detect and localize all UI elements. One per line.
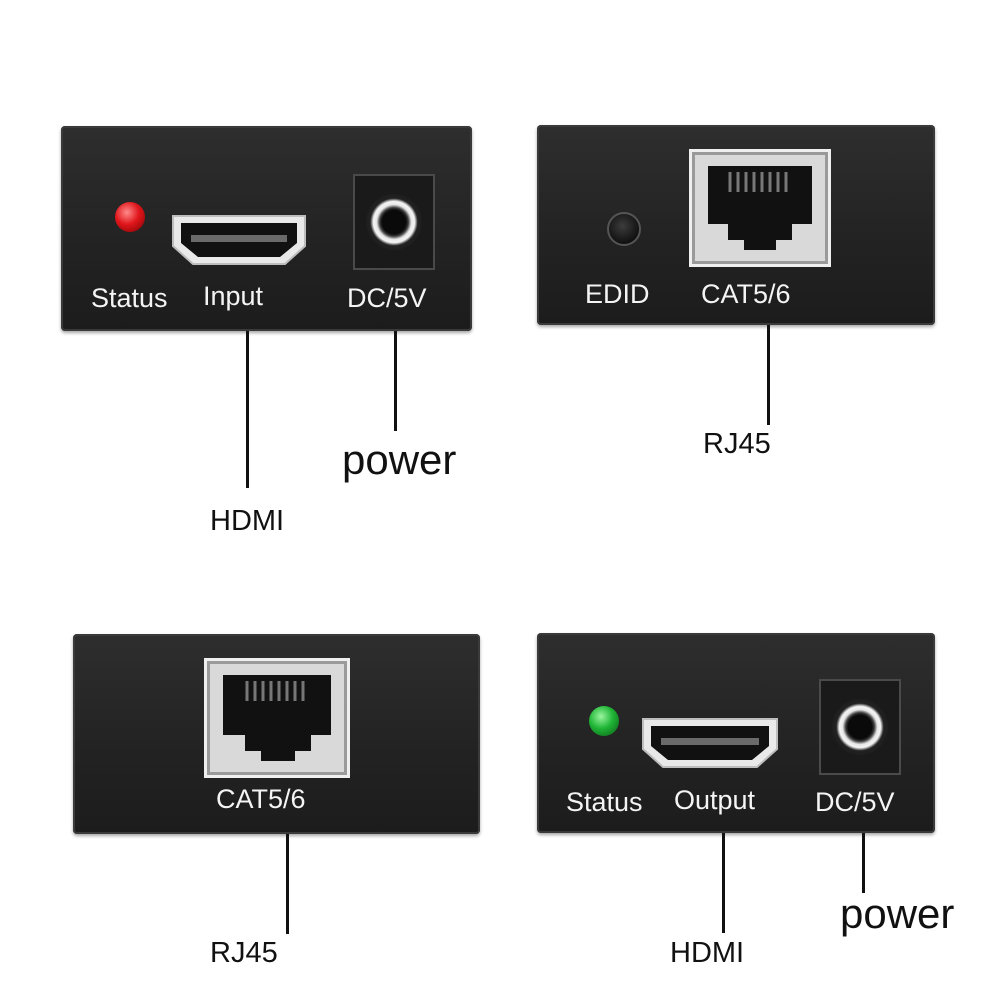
- dc-power-jack: [819, 679, 901, 775]
- rj45-port: [689, 149, 831, 267]
- status-label: Status: [91, 283, 168, 313]
- edid-label: EDID: [585, 279, 650, 309]
- dc-power-jack: [353, 174, 435, 270]
- receiver-back-panel: CAT5/6: [73, 634, 480, 834]
- dc-jack-socket: [366, 194, 422, 250]
- power-leader-line: [394, 331, 397, 431]
- hdmi-input-port: [172, 215, 306, 265]
- rj45-jack-icon: [223, 675, 331, 761]
- rj45-port: [204, 658, 350, 778]
- output-label: Output: [674, 785, 756, 815]
- rj45-leader-line: [286, 834, 289, 934]
- cat-label: CAT5/6: [216, 784, 306, 814]
- rj45-leader-line: [767, 325, 770, 425]
- status-label: Status: [566, 787, 643, 817]
- power-callout: power: [840, 890, 955, 937]
- cat-label: CAT5/6: [701, 279, 791, 309]
- input-label: Input: [203, 281, 264, 311]
- hdmi-output-port: [642, 718, 778, 768]
- dc-label: DC/5V: [347, 283, 427, 313]
- dc-label: DC/5V: [815, 787, 895, 817]
- edid-button: [607, 212, 641, 246]
- hdmi-callout: HDMI: [670, 937, 745, 969]
- hdmi-callout: HDMI: [210, 505, 285, 537]
- hdmi-leader-line: [246, 331, 249, 488]
- transmitter-back-panel: EDID CAT5/6: [537, 125, 935, 325]
- hdmi-leader-line: [722, 833, 725, 933]
- rj45-jack-icon: [708, 166, 812, 250]
- rj45-callout: RJ45: [703, 428, 771, 460]
- status-led-green: [589, 706, 619, 736]
- receiver-front-panel: Status Output DC/5V: [537, 633, 935, 833]
- power-callout: power: [342, 436, 457, 483]
- rj45-callout: RJ45: [210, 937, 278, 969]
- dc-jack-socket: [832, 699, 888, 755]
- power-leader-line: [862, 833, 865, 893]
- transmitter-front-panel: Status Input DC/5V: [61, 126, 472, 331]
- status-led-red: [115, 202, 145, 232]
